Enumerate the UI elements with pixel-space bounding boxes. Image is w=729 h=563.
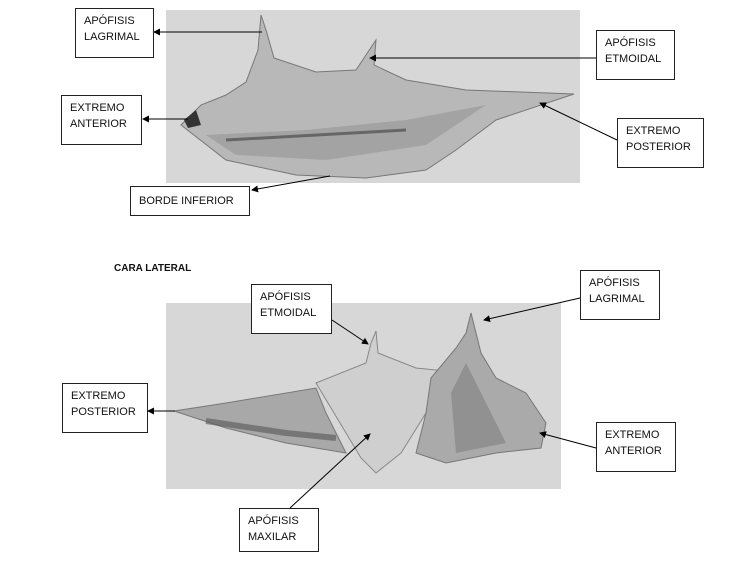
bottom-bone-drawing xyxy=(166,303,561,489)
label-apofisis-etmoidal-bottom: APÓFISIS ETMOIDAL xyxy=(251,284,332,334)
label-apofisis-etmoidal-top: APÓFISIS ETMOIDAL xyxy=(596,30,675,80)
label-apofisis-lagrimal-bottom: APÓFISIS LAGRIMAL xyxy=(580,270,660,320)
top-bone-drawing xyxy=(166,10,580,183)
label-extremo-posterior-top: EXTREMO POSTERIOR xyxy=(617,118,704,168)
label-borde-inferior-top: BORDE INFERIOR xyxy=(130,186,250,216)
label-extremo-anterior-bottom: EXTREMO ANTERIOR xyxy=(596,422,676,472)
label-apofisis-lagrimal-top: APÓFISIS LAGRIMAL xyxy=(75,8,154,58)
label-extremo-posterior-bottom: EXTREMO POSTERIOR xyxy=(62,383,148,433)
section-heading: CARA LATERAL xyxy=(114,263,192,274)
label-apofisis-maxilar-bottom: APÓFISIS MAXILAR xyxy=(239,508,319,552)
label-extremo-anterior-top: EXTREMO ANTERIOR xyxy=(61,95,142,145)
